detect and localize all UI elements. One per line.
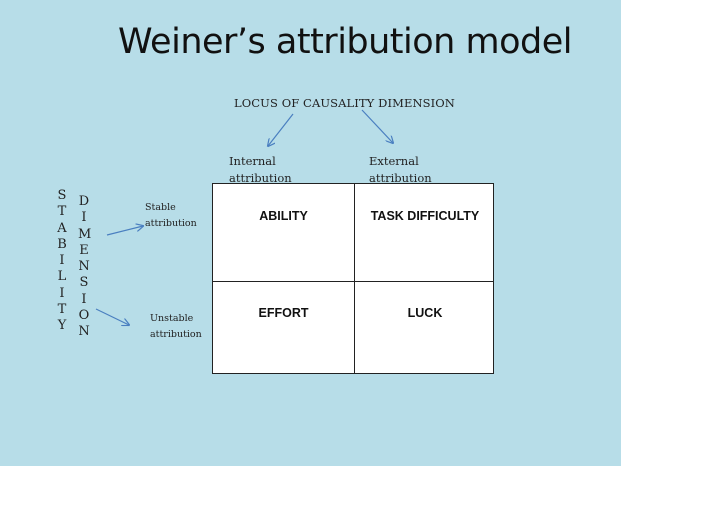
dimension-letter: E — [79, 242, 89, 258]
row-header-unstable: Unstable attribution — [150, 311, 220, 343]
arrow-to-unstable — [95, 308, 129, 325]
locus-of-causality-heading: LOCUS OF CAUSALITY DIMENSION — [234, 96, 455, 110]
column-header-internal: Internal attribution — [229, 153, 309, 187]
stability-letter: L — [57, 269, 67, 285]
column-header-external-line2: attribution — [369, 171, 432, 185]
dimension-letter: I — [81, 291, 87, 307]
column-header-internal-line2: attribution — [229, 171, 292, 185]
stability-letter: I — [59, 285, 65, 301]
column-header-external: External attribution — [369, 153, 449, 187]
cell-luck: LUCK — [407, 306, 443, 320]
dimension-letter: N — [78, 324, 90, 340]
attribution-grid: ABILITY TASK DIFFICULTY EFFORT LUCK — [212, 183, 494, 374]
dimension-letter: O — [78, 308, 90, 324]
grid-vertical-divider — [354, 184, 355, 373]
stability-letter: T — [57, 302, 67, 318]
stability-letter: I — [59, 253, 65, 269]
row-header-unstable-line2: attribution — [150, 329, 202, 340]
column-header-internal-line1: Internal — [229, 154, 276, 168]
slide-title: Weiner’s attribution model — [118, 22, 572, 62]
dimension-letter: N — [78, 259, 90, 275]
row-header-stable-line2: attribution — [145, 218, 197, 229]
arrow-to-internal — [268, 113, 294, 146]
dimension-letter: I — [81, 210, 87, 226]
dimension-letter: S — [79, 275, 89, 291]
slide-background: Weiner’s attribution model LOCUS OF CAUS… — [0, 0, 621, 466]
grid-horizontal-divider — [213, 281, 493, 282]
stability-letter: B — [57, 236, 67, 252]
row-header-unstable-line1: Unstable — [150, 313, 194, 324]
dimension-letter: D — [78, 194, 90, 209]
row-header-stable-line1: Stable — [145, 202, 176, 213]
column-header-external-line1: External — [369, 154, 419, 168]
arrow-to-stable — [106, 226, 143, 236]
dimension-letter: M — [78, 226, 92, 242]
arrow-to-external — [361, 109, 393, 143]
cell-task-difficulty: TASK DIFFICULTY — [370, 209, 480, 223]
cell-ability: ABILITY — [259, 209, 308, 223]
stability-letter: T — [57, 204, 67, 220]
stability-letter: Y — [57, 318, 67, 334]
stability-letter: S — [57, 188, 67, 203]
cell-effort: EFFORT — [258, 306, 309, 320]
stability-letter: A — [57, 220, 67, 236]
row-header-stable: Stable attribution — [145, 200, 215, 232]
